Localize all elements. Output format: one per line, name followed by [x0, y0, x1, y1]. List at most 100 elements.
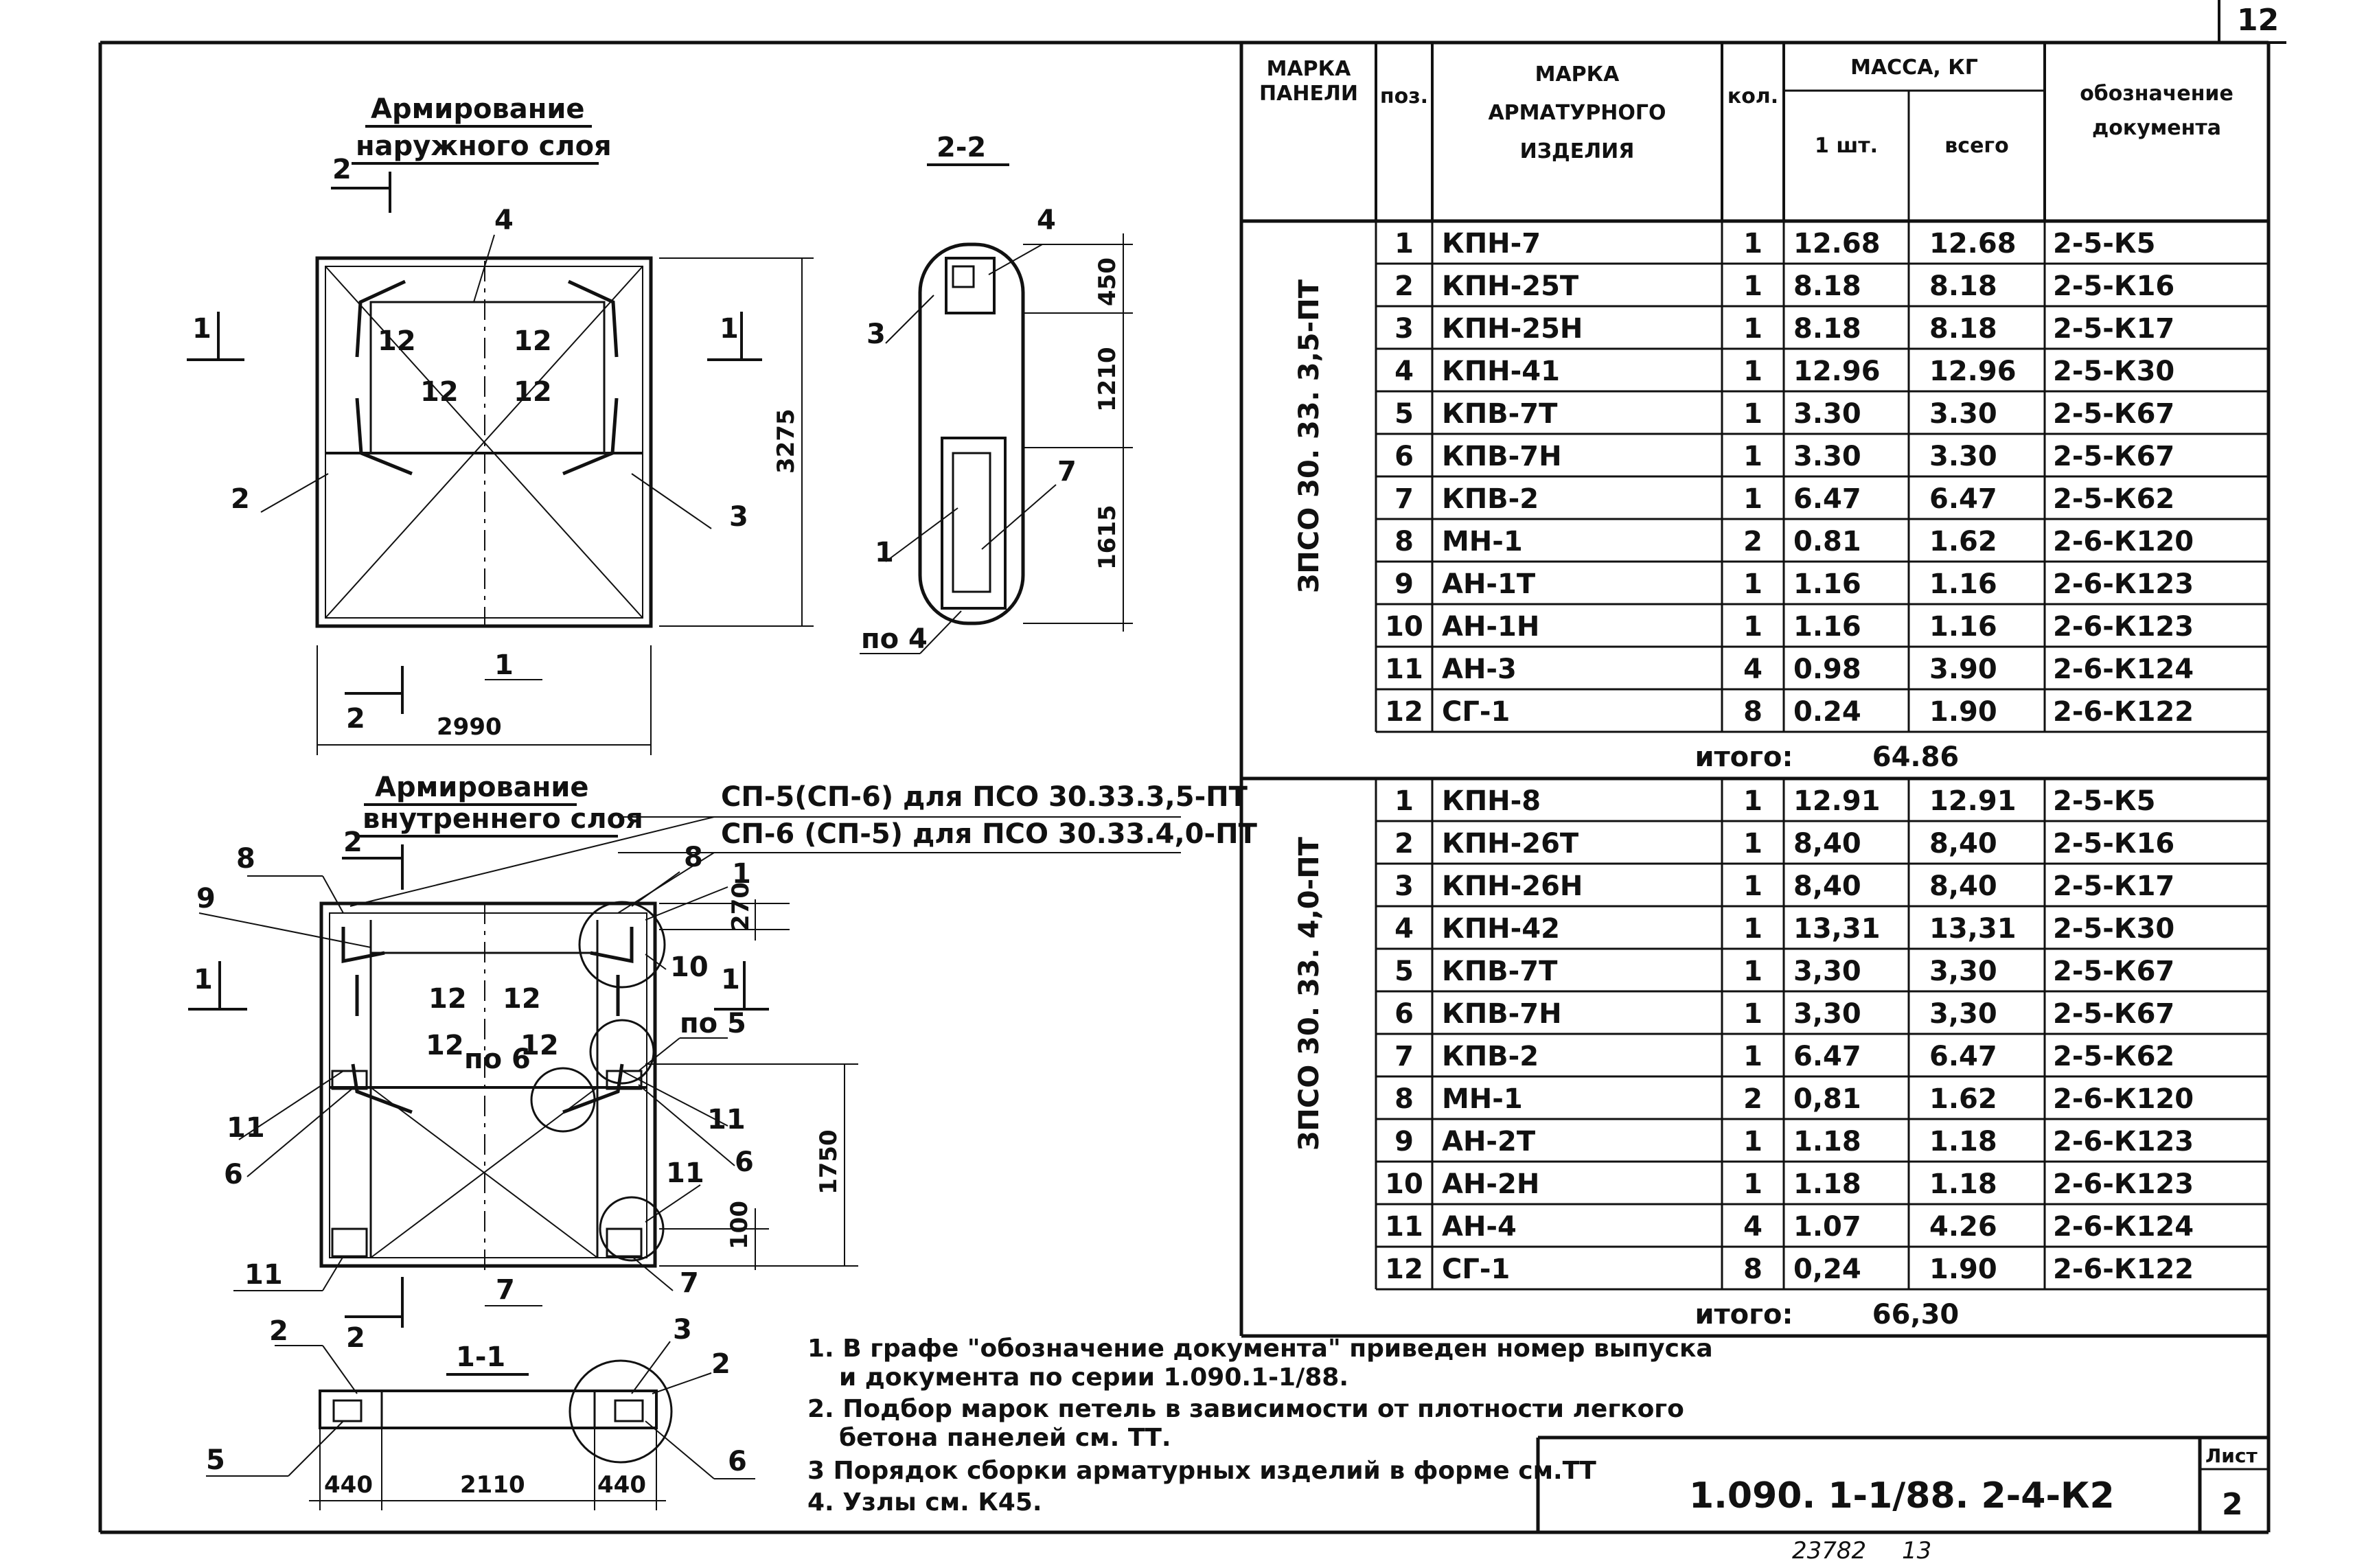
row-doc: 2-5-К67 — [2053, 998, 2174, 1030]
row-mass-all: 1.16 — [1929, 568, 1997, 600]
row-mass-one: 1.16 — [1793, 568, 1861, 600]
header-doc-1: обозначение — [2080, 82, 2234, 106]
row-mass-all: 12.91 — [1929, 785, 2017, 817]
inner-dim-270: 270 — [727, 882, 755, 931]
row-mass-one: 12.68 — [1793, 228, 1881, 260]
title-block: 1.090. 1-1/88. 2-4-К2 Лист 2 — [1536, 1436, 2269, 1532]
inner-callout-8-right: 8 — [684, 842, 703, 873]
row-qty: 2 — [1743, 526, 1762, 557]
note-line-5: 3 Порядок сборки арматурных изделий в фо… — [807, 1457, 1596, 1485]
row-qty: 2 — [1743, 1083, 1762, 1115]
row-pos: 12 — [1385, 696, 1423, 728]
inner-loop-label-1: 12 — [428, 983, 467, 1015]
section22-callout-1: 1 — [875, 537, 894, 568]
inner-pos6-label: по 6 — [464, 1044, 531, 1075]
row-qty: 1 — [1743, 1168, 1762, 1200]
row-mass-one: 13,31 — [1793, 913, 1881, 945]
outer-cut-1-left: 1 — [192, 313, 211, 345]
row-doc: 2-5-К62 — [2053, 1041, 2174, 1072]
inner-callout-10: 10 — [670, 952, 709, 983]
inner-dim-100: 100 — [726, 1201, 753, 1249]
row-mass-all: 6.47 — [1929, 483, 1997, 515]
row-doc: 2-6-К124 — [2053, 1211, 2194, 1243]
row-doc: 2-5-К5 — [2053, 785, 2155, 817]
inner-title-line1: Армирование — [375, 772, 589, 803]
outer-title-line1: Армирование — [371, 93, 585, 125]
row-mass-one: 0,81 — [1793, 1083, 1861, 1115]
row-mass-all: 12.96 — [1929, 356, 2017, 387]
outer-callout-4: 4 — [494, 205, 514, 236]
row-mass-one: 6.47 — [1793, 1041, 1861, 1072]
row-doc: 2-5-К17 — [2053, 313, 2174, 345]
row-item-mark: КПН-25Н — [1442, 313, 1583, 345]
inner-dim-1750: 1750 — [815, 1129, 842, 1195]
outer-callout-2: 2 — [231, 483, 250, 515]
row-qty: 4 — [1743, 654, 1762, 685]
row-mass-all: 13,31 — [1929, 913, 2017, 945]
row-mass-all: 1.90 — [1929, 1254, 1997, 1285]
row-pos: 12 — [1385, 1254, 1423, 1285]
section11-dim-2110: 2110 — [460, 1471, 525, 1499]
row-pos: 5 — [1394, 956, 1414, 987]
sheet-frame — [98, 0, 2286, 1534]
inner-callout-6-right: 6 — [735, 1146, 754, 1178]
row-doc: 2-5-К16 — [2053, 270, 2174, 302]
row-item-mark: СГ-1 — [1442, 1254, 1510, 1285]
row-pos: 6 — [1394, 998, 1414, 1030]
row-qty: 1 — [1743, 313, 1762, 345]
row-mass-one: 3.30 — [1793, 398, 1861, 430]
stamp-list-label: Лист — [2205, 1444, 2258, 1467]
inner-layer-drawing: Армирование внутреннего слоя СП-5(СП-6) … — [188, 772, 1258, 1354]
row-mass-all: 8,40 — [1929, 871, 1997, 902]
outer-loop-label-1: 12 — [378, 325, 416, 357]
row-mass-one: 1.18 — [1793, 1126, 1861, 1157]
row-qty: 1 — [1743, 270, 1762, 302]
sheet-number: 12 — [2237, 3, 2279, 38]
row-mass-one: 12.96 — [1793, 356, 1881, 387]
row-qty: 8 — [1743, 696, 1762, 728]
row-item-mark: КПН-41 — [1442, 356, 1560, 387]
outer-cut-2-bottom: 2 — [346, 703, 365, 735]
row-item-mark: КПН-42 — [1442, 913, 1560, 945]
row-qty: 8 — [1743, 1254, 1762, 1285]
note-line-3: 2. Подбор марок петель в зависимости от … — [807, 1395, 1684, 1423]
row-mass-one: 8,40 — [1793, 828, 1861, 860]
outer-cut-2-top: 2 — [332, 154, 352, 185]
row-item-mark: КПВ-7Н — [1442, 441, 1562, 472]
row-doc: 2-6-К123 — [2053, 1126, 2194, 1157]
row-mass-one: 6.47 — [1793, 483, 1861, 515]
inner-cut-1-left: 1 — [194, 964, 213, 995]
row-pos: 7 — [1394, 1041, 1414, 1072]
row-item-mark: СГ-1 — [1442, 696, 1510, 728]
inner-pos5-label: по 5 — [680, 1008, 746, 1039]
row-pos: 11 — [1385, 654, 1423, 685]
inner-callout-8-left: 8 — [236, 843, 255, 875]
header-mark-item-3: ИЗДЕЛИЯ — [1520, 139, 1635, 163]
row-doc: 2-5-К30 — [2053, 356, 2174, 387]
row-mass-all: 4.26 — [1929, 1211, 1997, 1243]
inner-title-line2: внутреннего слоя — [363, 803, 643, 835]
header-mass: МАССА, КГ — [1850, 56, 1978, 80]
section22-callout-7: 7 — [1057, 456, 1077, 487]
row-item-mark: АН-2Т — [1442, 1126, 1536, 1157]
row-pos: 10 — [1385, 611, 1423, 643]
row-mass-one: 0.81 — [1793, 526, 1861, 557]
section22-dim-1615: 1615 — [1094, 505, 1121, 570]
outer-callout-3: 3 — [729, 501, 748, 533]
row-pos: 8 — [1394, 1083, 1414, 1115]
inner-callout-11-right: 11 — [707, 1104, 746, 1135]
row-item-mark: КПН-8 — [1442, 785, 1541, 817]
stamp-code: 1.090. 1-1/88. 2-4-К2 — [1689, 1475, 2115, 1517]
row-mass-all: 1.62 — [1929, 1083, 1997, 1115]
outer-cut-1-right: 1 — [720, 313, 739, 345]
inner-note-line2: СП-6 (СП-5) для ПСО 30.33.4,0-ПТ — [721, 818, 1258, 850]
row-item-mark: КПВ-7Т — [1442, 398, 1558, 430]
row-mass-one: 3,30 — [1793, 998, 1861, 1030]
archive-number: 23782 — [1792, 1537, 1866, 1565]
row-pos: 3 — [1394, 871, 1414, 902]
row-item-mark: МН-1 — [1442, 1083, 1523, 1115]
row-item-mark: АН-3 — [1442, 654, 1517, 685]
note-line-1: 1. В графе "обозначение документа" приве… — [807, 1335, 1713, 1363]
row-pos: 9 — [1394, 1126, 1414, 1157]
panel-mark-1: ЗПСО 30. 33. 3,5-ПТ — [1294, 279, 1325, 593]
